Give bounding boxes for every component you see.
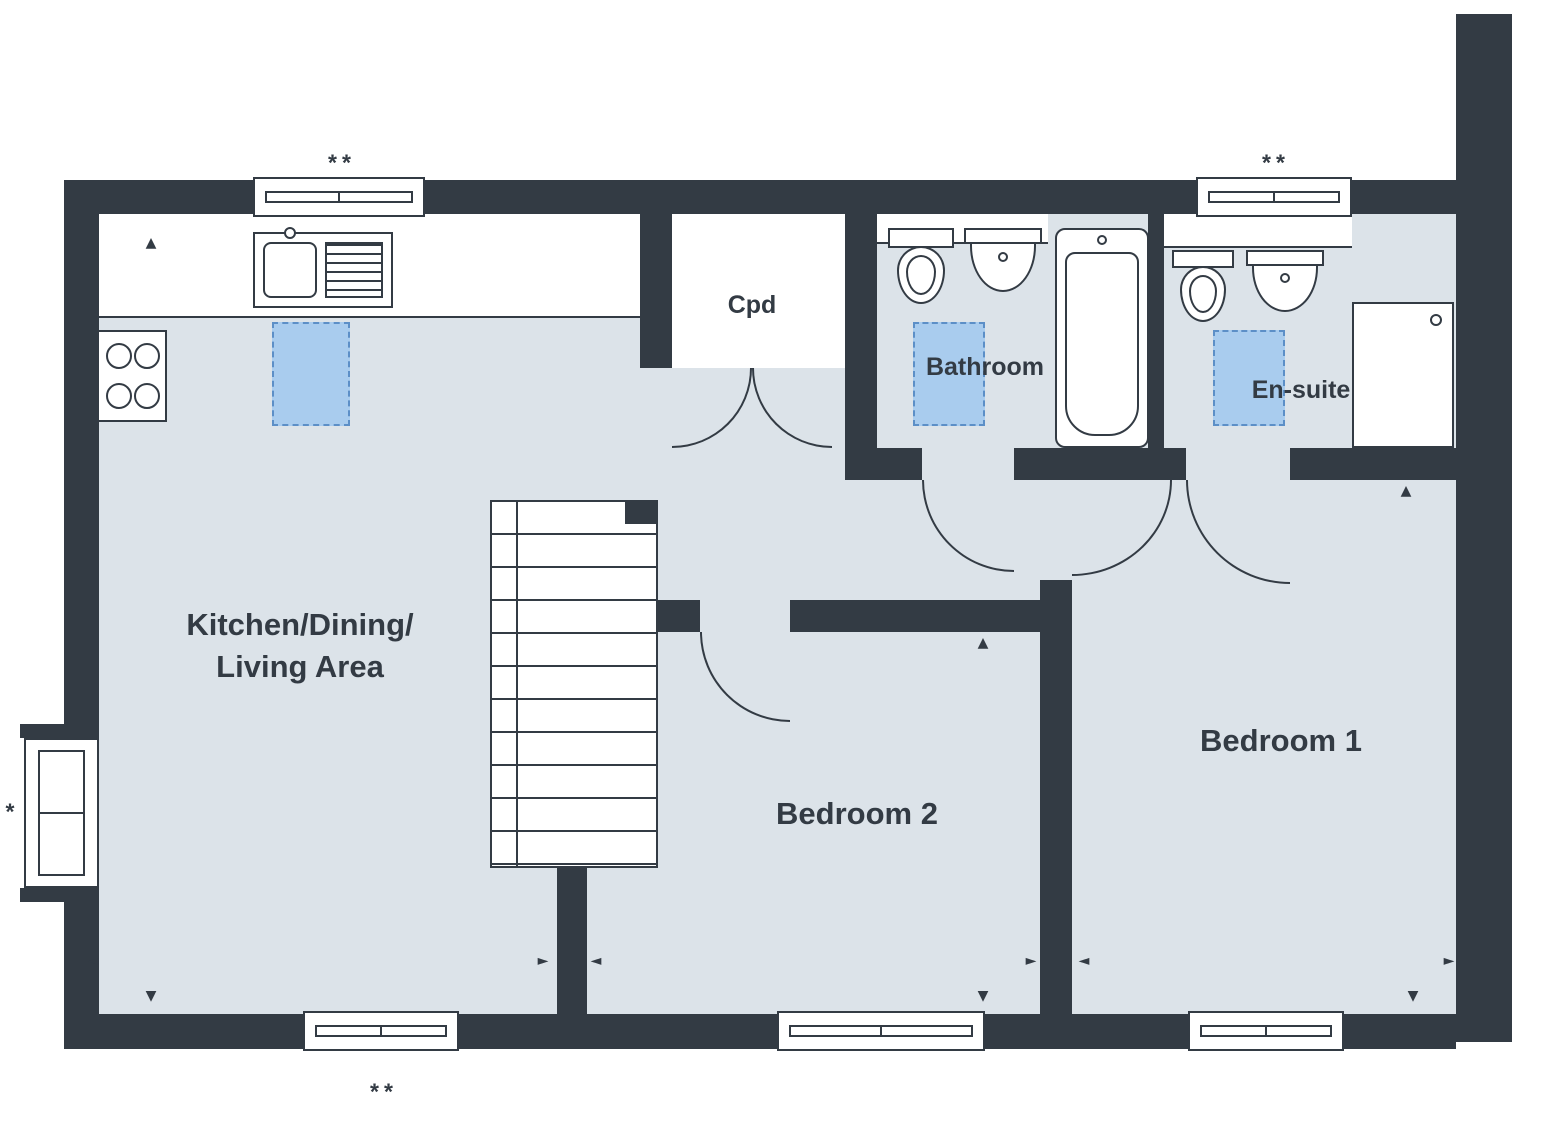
basin-tap bbox=[998, 252, 1008, 262]
rooflight-bathroom bbox=[913, 322, 985, 426]
bathtub-tap bbox=[1097, 235, 1107, 245]
wall-bedroom2-top-right bbox=[790, 600, 1072, 632]
bathtub-inner bbox=[1065, 252, 1139, 436]
sink-bowl bbox=[263, 242, 317, 298]
wall-left bbox=[64, 180, 99, 1049]
kitchen-sink-unit bbox=[253, 227, 393, 308]
stair-rail bbox=[516, 502, 518, 866]
arrow-up-icon: ▲ bbox=[1400, 483, 1412, 499]
glazing-bar bbox=[880, 1025, 882, 1037]
basin-tap bbox=[1280, 273, 1290, 283]
arrow-right-icon: ► bbox=[537, 953, 549, 969]
cupboard-label: Cpd bbox=[727, 291, 777, 320]
toilet-cistern bbox=[888, 228, 954, 248]
toilet-bowl bbox=[897, 246, 945, 304]
annotation-left-door: * bbox=[5, 798, 15, 825]
toilet-seat bbox=[906, 255, 936, 295]
arrow-right-icon: ► bbox=[1025, 953, 1037, 969]
party-wall-right bbox=[1456, 14, 1512, 1042]
arrow-up-icon: ▲ bbox=[977, 635, 989, 651]
hob-ring bbox=[134, 383, 160, 409]
bedroom1-label: Bedroom 1 bbox=[1200, 723, 1362, 759]
annotation-top-right-window: ** bbox=[1262, 149, 1290, 176]
hob-ring bbox=[106, 383, 132, 409]
glazing-bar bbox=[338, 191, 340, 203]
glazing-bar bbox=[38, 812, 85, 814]
wall-under-stairs bbox=[557, 868, 587, 1014]
arrow-left-icon: ◄ bbox=[1078, 953, 1090, 969]
hob-ring bbox=[134, 343, 160, 369]
wall-bedroom-divider bbox=[1040, 580, 1072, 1014]
staircase bbox=[490, 500, 658, 868]
sink-tap bbox=[284, 227, 296, 239]
stair-treads bbox=[492, 502, 656, 866]
bathroom-label: Bathroom bbox=[925, 353, 1045, 382]
glazing-bar bbox=[1273, 191, 1275, 203]
window-top-left bbox=[253, 177, 425, 217]
arrow-down-icon: ▼ bbox=[977, 988, 989, 1004]
left-window-cap-bottom bbox=[20, 888, 98, 902]
ensuite-vanity-strip bbox=[1164, 214, 1352, 248]
wall-ensuite-bottom-left bbox=[1164, 448, 1186, 480]
kitchen-label-line2: Living Area bbox=[216, 649, 384, 684]
arrow-down-icon: ▼ bbox=[145, 988, 157, 1004]
sink-drainer bbox=[325, 242, 383, 298]
rooflight-kitchen bbox=[272, 322, 350, 426]
wall-cupboard-left bbox=[640, 214, 672, 368]
shower-drain bbox=[1430, 314, 1442, 326]
bedroom2-label: Bedroom 2 bbox=[776, 796, 938, 832]
window-top-right bbox=[1196, 177, 1352, 217]
left-window-cap-top bbox=[20, 724, 98, 738]
cupboard-interior bbox=[672, 214, 845, 368]
window-bottom-right bbox=[1188, 1011, 1344, 1051]
wall-bathroom-bottom-left bbox=[877, 448, 922, 480]
arrow-down-icon: ▼ bbox=[1407, 988, 1419, 1004]
window-bottom-middle bbox=[777, 1011, 985, 1051]
toilet-seat bbox=[1189, 275, 1217, 313]
toilet-bowl bbox=[1180, 266, 1226, 322]
window-bottom-left bbox=[303, 1011, 459, 1051]
glazing-bar bbox=[380, 1025, 382, 1037]
wall-bathroom-left bbox=[845, 214, 877, 480]
kitchen-label-line1: Kitchen/Dining/ bbox=[186, 607, 414, 643]
hob-ring bbox=[106, 343, 132, 369]
glazing-bar bbox=[1265, 1025, 1267, 1037]
arrow-left-icon: ◄ bbox=[87, 953, 99, 969]
wall-bathroom-bottom-right bbox=[1014, 448, 1164, 480]
ensuite-label: En-suite bbox=[1251, 376, 1351, 405]
kitchen-label: Kitchen/Dining/ Living Area bbox=[186, 604, 413, 688]
window-left bbox=[24, 738, 99, 888]
bathtub bbox=[1055, 228, 1149, 448]
rooflight-ensuite bbox=[1213, 330, 1285, 426]
wall-bath-ensuite-divider bbox=[1148, 214, 1164, 448]
wall-ensuite-bottom-right bbox=[1290, 448, 1456, 480]
stair-newel bbox=[625, 502, 656, 524]
shower bbox=[1352, 302, 1454, 448]
arrow-up-icon: ▲ bbox=[145, 235, 157, 251]
arrow-left-icon: ◄ bbox=[590, 953, 602, 969]
arrow-right-icon: ► bbox=[1443, 953, 1455, 969]
annotation-top-left-window: ** bbox=[328, 149, 356, 176]
annotation-bottom-left-window: ** bbox=[370, 1078, 398, 1105]
hob bbox=[97, 330, 167, 422]
